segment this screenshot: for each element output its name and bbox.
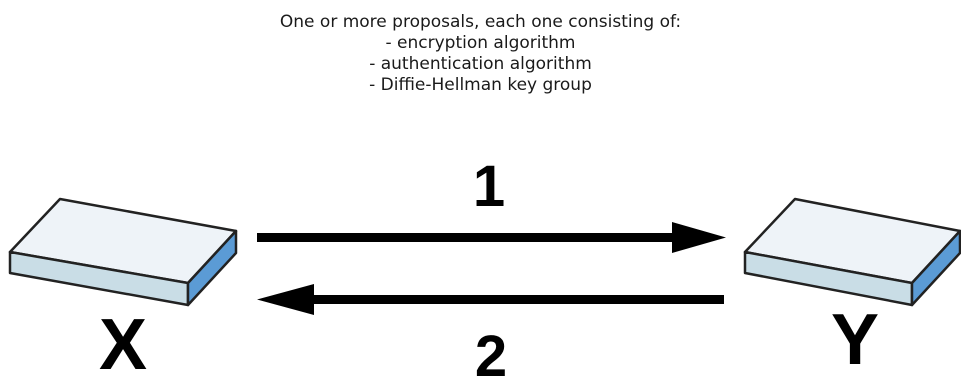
message-2-label: 2 <box>475 324 507 379</box>
caption-item-dh-group: - Diffie-Hellman key group <box>369 75 592 95</box>
caption-intro: One or more proposals, each one consisti… <box>279 12 682 32</box>
arrow-right-icon <box>257 222 726 253</box>
message-1-label: 1 <box>473 154 505 219</box>
device-y-side <box>910 229 961 307</box>
arrow-left-icon <box>257 284 724 315</box>
caption-item-encryption: - encryption algorithm <box>385 33 576 53</box>
device-x-side <box>186 229 238 307</box>
device-y-icon <box>743 197 961 307</box>
device-x-icon <box>8 197 238 307</box>
proposal-caption: One or more proposals, each one consisti… <box>0 12 961 96</box>
device-y-label: Y <box>831 300 879 379</box>
caption-item-authentication: - authentication algorithm <box>369 54 592 74</box>
device-x-label: X <box>99 305 147 379</box>
